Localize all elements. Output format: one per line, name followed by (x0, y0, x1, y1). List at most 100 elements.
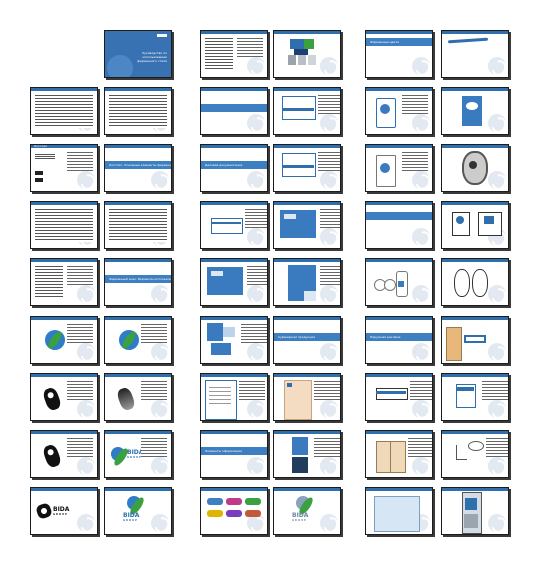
watermark-logo-icon (320, 343, 338, 361)
slide-thumbnail[interactable]: Деловая документация (200, 144, 268, 192)
slide-header-bar (274, 317, 340, 320)
slide-header-bar (105, 431, 171, 434)
text-block-right (318, 94, 340, 114)
slide-thumbnail[interactable] (104, 87, 172, 135)
pen-long-icon (447, 37, 489, 44)
slide-header-bar (274, 31, 340, 34)
folder-shape (207, 323, 223, 341)
slide-thumbnail[interactable] (30, 87, 98, 135)
slide-thumbnail[interactable]: Сувенирная продукция (273, 316, 341, 364)
envelope-window (211, 271, 223, 276)
slide-header-bar (442, 488, 508, 491)
slide-header-bar (274, 145, 340, 148)
slide-header-bar (274, 374, 340, 377)
slide-thumbnail[interactable] (441, 373, 509, 421)
brand-name: BIDA (127, 449, 144, 456)
slide-thumbnail[interactable] (441, 144, 509, 192)
slide-thumbnail[interactable] (104, 373, 172, 421)
watermark-logo-icon (247, 400, 265, 418)
slide-header-bar (366, 202, 432, 205)
slide-thumbnail[interactable] (200, 87, 268, 135)
text-block-right (67, 323, 93, 343)
slide-thumbnail[interactable] (365, 258, 433, 306)
slide-thumbnail[interactable]: Фирменный знак. Варианты использования (104, 258, 172, 306)
slide-thumbnail[interactable] (104, 201, 172, 249)
slide-thumbnail[interactable] (200, 258, 268, 306)
slide-thumbnail[interactable] (273, 373, 341, 421)
text-block (35, 208, 93, 242)
watermark-logo-icon (151, 285, 169, 303)
slide-thumbnail[interactable] (273, 87, 341, 135)
section-title: Логотип. Основные элементы фирменного ст… (109, 163, 172, 167)
slide-thumbnail[interactable] (30, 373, 98, 421)
slide-thumbnail[interactable] (273, 430, 341, 478)
watermark-logo-icon (488, 285, 506, 303)
text-block-right (241, 323, 267, 343)
slide-header-bar (201, 431, 267, 434)
slide-thumbnail[interactable]: Элементы оформления (200, 430, 268, 478)
text-block-right (141, 380, 167, 400)
text-block-right (320, 265, 340, 285)
slide-thumbnail[interactable] (365, 144, 433, 192)
text-block-right (402, 151, 428, 171)
slide-thumbnail[interactable] (441, 30, 509, 78)
slide-thumbnail[interactable] (365, 373, 433, 421)
color-swatch-gray (308, 55, 316, 65)
slide-header-bar (366, 488, 432, 491)
text-block (35, 94, 93, 128)
slide-thumbnail[interactable]: Логотип. Основные элементы фирменного ст… (104, 144, 172, 192)
watermark-logo-icon (77, 285, 95, 303)
slide-thumbnail[interactable] (30, 316, 98, 364)
slide-thumbnail[interactable] (273, 201, 341, 249)
slide-header-bar (201, 488, 267, 491)
glass-door-icon (374, 496, 420, 532)
slide-thumbnail[interactable] (441, 87, 509, 135)
slide-thumbnail[interactable] (365, 87, 433, 135)
slide-header-bar (105, 88, 171, 91)
slide-thumbnail[interactable] (273, 258, 341, 306)
slide-thumbnail[interactable] (441, 316, 509, 364)
slide-thumbnail[interactable] (441, 258, 509, 306)
swatch-pill (226, 498, 242, 505)
slide-thumbnail[interactable] (273, 144, 341, 192)
slide-thumbnail[interactable] (441, 487, 509, 535)
slide-header-bar (105, 488, 171, 491)
color-swatch-navy (294, 49, 308, 55)
brand-name: BIDA (53, 506, 70, 513)
slide-thumbnail[interactable] (441, 430, 509, 478)
door-icon (390, 441, 406, 473)
slide-thumbnail[interactable] (200, 30, 268, 78)
slide-thumbnail[interactable]: Фирменные цвета (365, 30, 433, 78)
slide-thumbnail[interactable] (441, 201, 509, 249)
swatch-pill (245, 498, 261, 505)
slide-thumbnail[interactable] (365, 201, 433, 249)
slide-thumbnail[interactable] (200, 373, 268, 421)
watermark-logo-icon (320, 171, 338, 189)
slide-thumbnail[interactable] (30, 258, 98, 306)
slide-thumbnail[interactable] (365, 487, 433, 535)
slide-thumbnail[interactable]: Наружная реклама (365, 316, 433, 364)
slide-thumbnail[interactable]: Руководство по использованию фирменного … (104, 30, 172, 78)
slide-thumbnail[interactable]: Логотип (30, 144, 98, 192)
slide-header-bar (105, 145, 171, 148)
slide-thumbnail[interactable] (30, 430, 98, 478)
slide-thumbnail[interactable] (200, 487, 268, 535)
slide-thumbnail[interactable] (200, 201, 268, 249)
slide-header-bar (105, 259, 171, 262)
poster-icon (462, 96, 482, 126)
slide-header-bar (105, 202, 171, 205)
slide-thumbnail[interactable] (200, 316, 268, 364)
slide-thumbnail[interactable] (365, 430, 433, 478)
text-block-right (318, 151, 340, 171)
slide-thumbnail[interactable] (30, 201, 98, 249)
watermark-logo-icon (247, 343, 265, 361)
slide-thumbnail[interactable] (104, 316, 172, 364)
slide-thumbnail[interactable] (273, 30, 341, 78)
